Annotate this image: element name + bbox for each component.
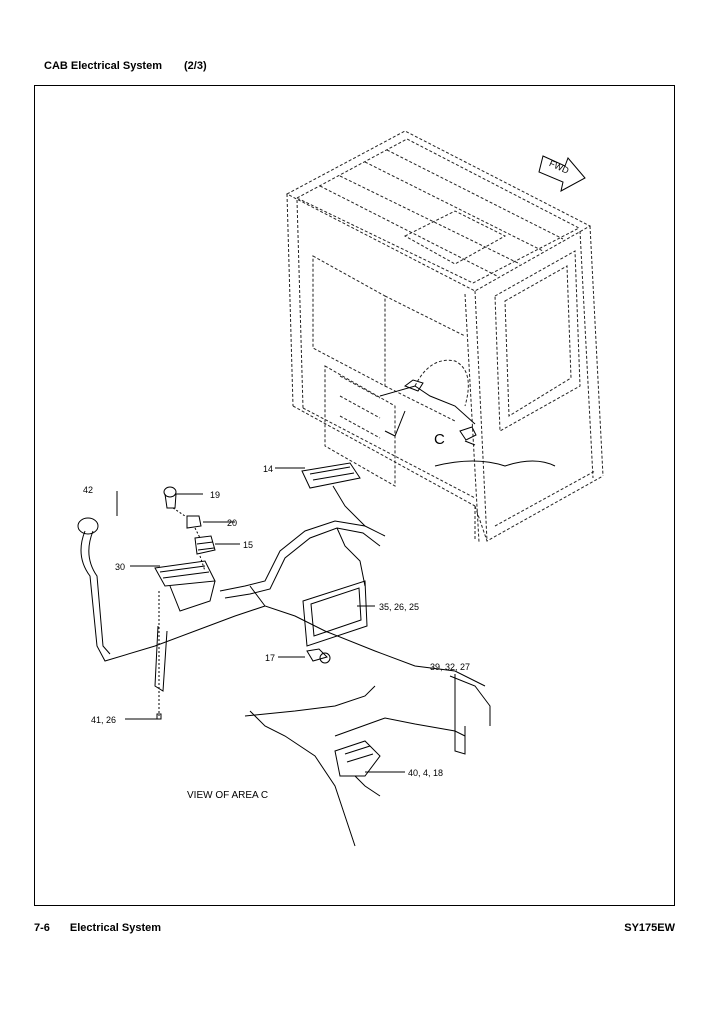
page-header: CAB Electrical System (2/3) xyxy=(44,60,207,72)
callout-42: 42 xyxy=(83,485,93,495)
page-footer-left: 7-6 Electrical System xyxy=(34,922,161,934)
fwd-label: FWD xyxy=(548,158,571,176)
callout-20: 20 xyxy=(227,518,237,528)
part-19 xyxy=(163,486,177,498)
callout-17: 17 xyxy=(265,653,275,663)
light-14 xyxy=(301,462,361,489)
callout-30: 30 xyxy=(115,562,125,572)
diagram-frame: FWD C VIEW OF AREA C 14 42 19 20 15 30 3… xyxy=(34,85,675,906)
section-name: Electrical System xyxy=(69,922,162,934)
callout-15: 15 xyxy=(243,540,253,550)
callout-19: 19 xyxy=(210,490,220,500)
cab-electrical-diagram: FWD C VIEW OF AREA C 14 42 19 20 15 30 3… xyxy=(77,130,604,847)
pedal-30 xyxy=(154,560,216,587)
page-number: 7-6 xyxy=(34,922,50,934)
page-subtitle: (2/3) xyxy=(184,60,207,72)
view-of-area-label: VIEW OF AREA C xyxy=(187,790,268,801)
callout-39-32-27: 39, 32, 27 xyxy=(430,662,470,672)
monitor-35 xyxy=(302,580,368,647)
callout-14: 14 xyxy=(263,464,273,474)
callout-41-26: 41, 26 xyxy=(91,715,116,725)
callout-35-26-25: 35, 26, 25 xyxy=(379,602,419,612)
part-15 xyxy=(194,535,216,555)
harness-42 xyxy=(80,530,266,662)
page-title: CAB Electrical System xyxy=(44,60,162,72)
part-40 xyxy=(334,740,381,777)
callout-40-4-18: 40, 4, 18 xyxy=(408,768,443,778)
model-name: SY175EW xyxy=(624,922,675,934)
part-17 xyxy=(306,648,328,662)
fwd-arrow-icon xyxy=(538,155,586,192)
area-c-label: C xyxy=(434,431,445,448)
cab-frame xyxy=(285,130,604,543)
